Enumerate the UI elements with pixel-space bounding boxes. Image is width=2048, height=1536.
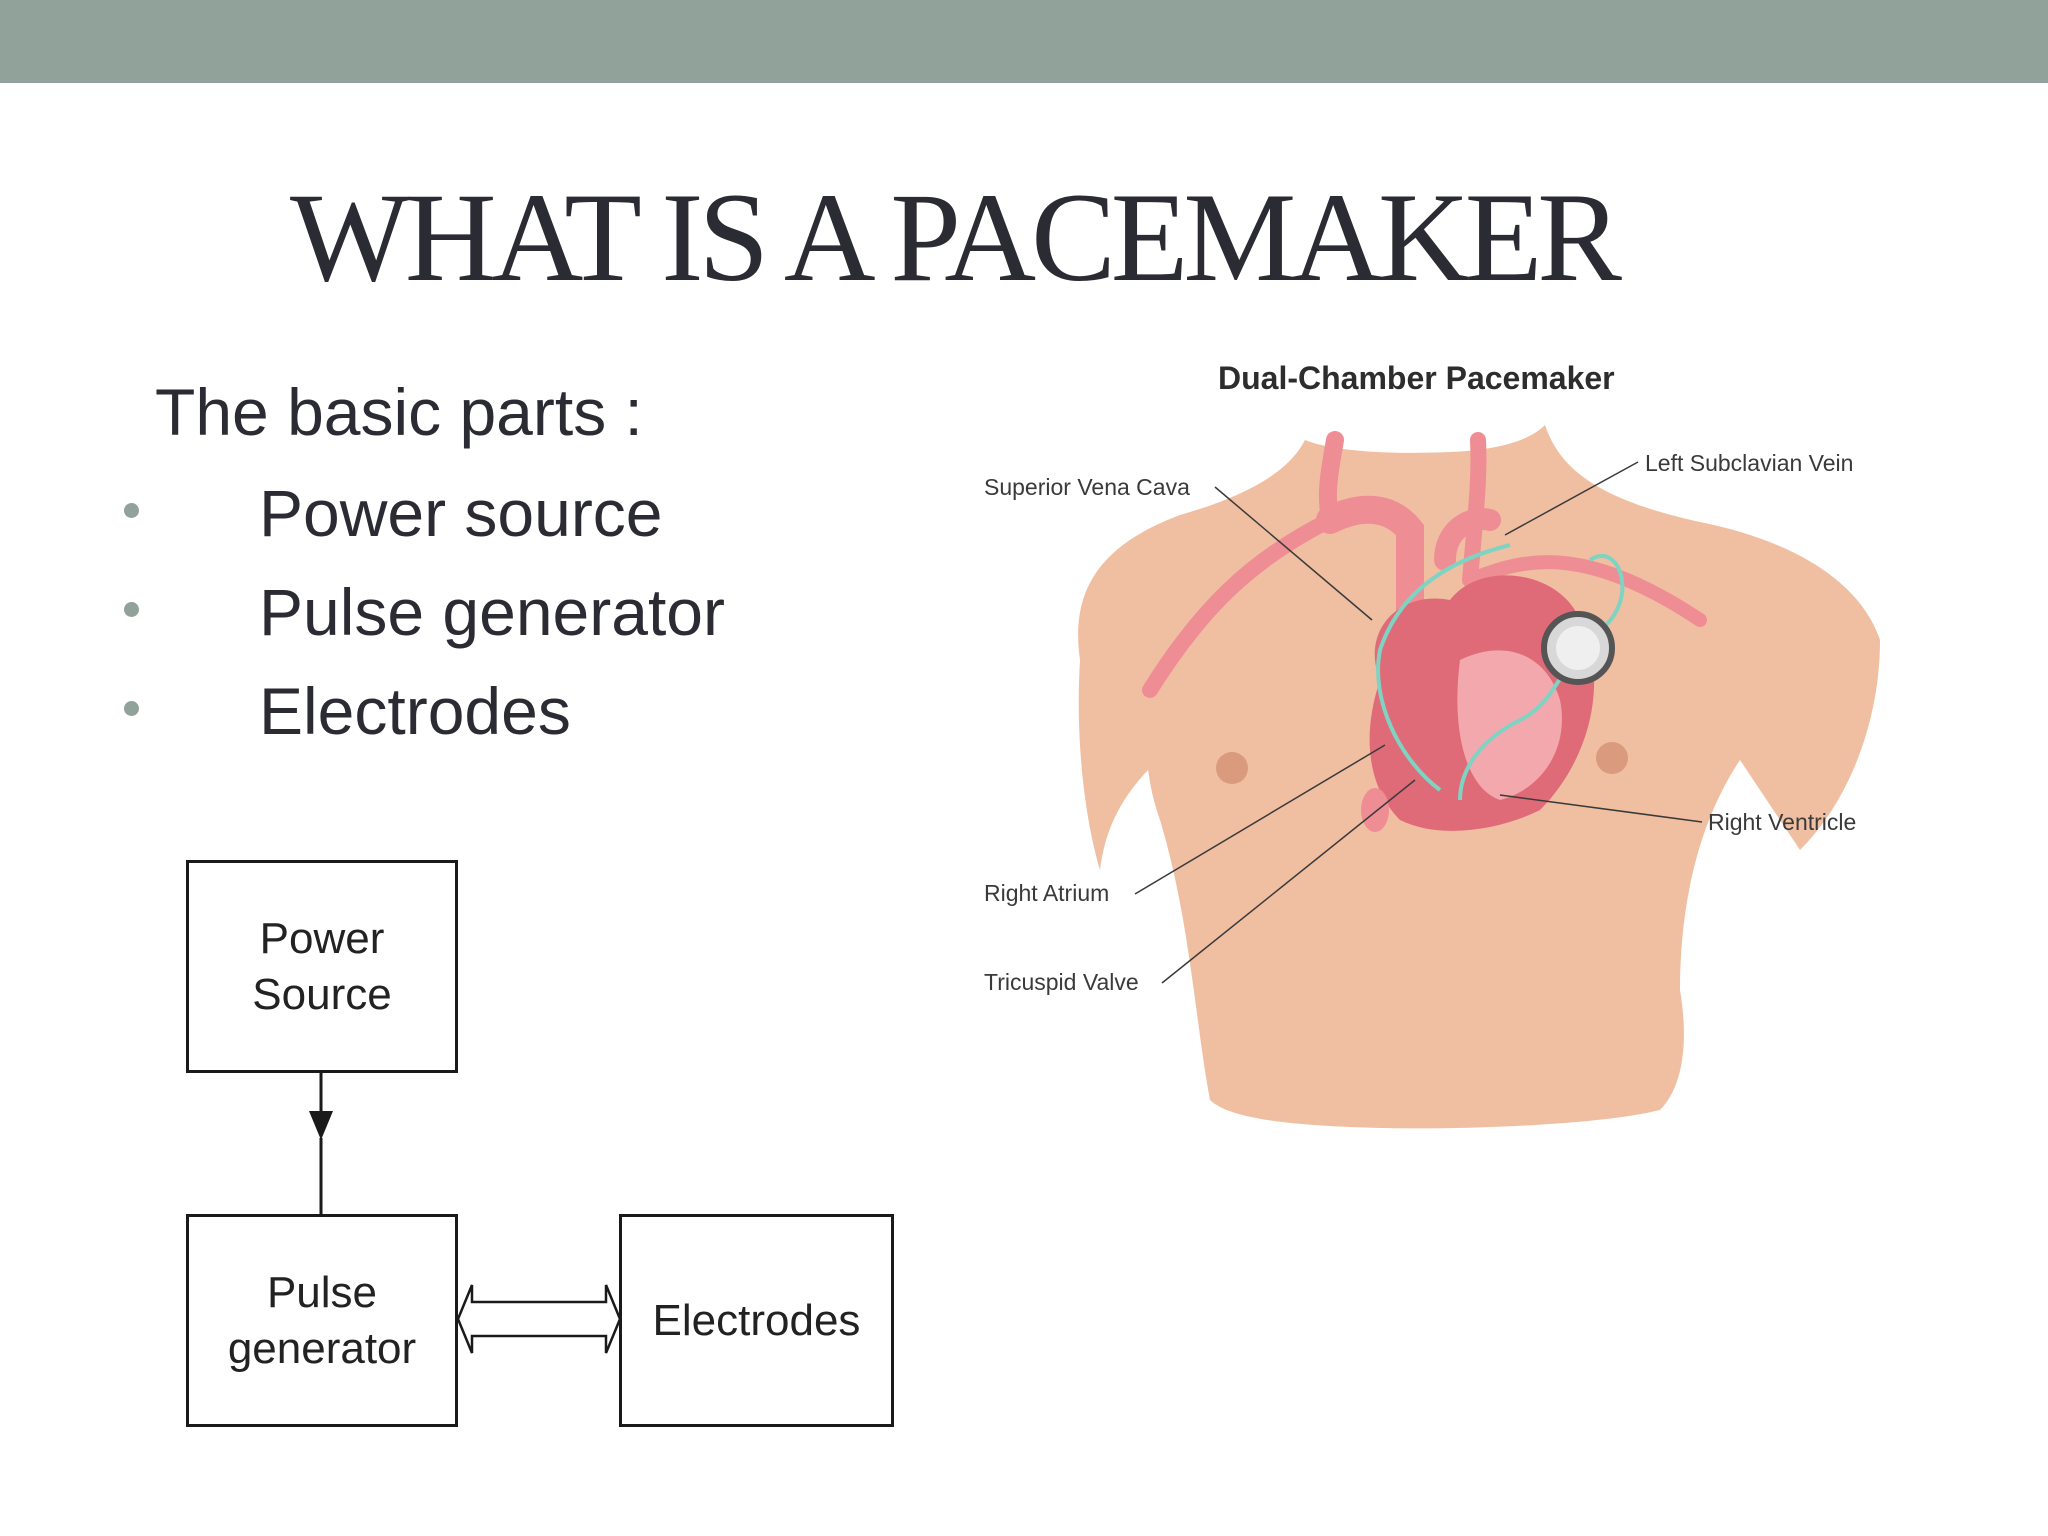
callout-right-atrium: Right Atrium	[984, 880, 1110, 906]
callout-superior-vena-cava: Superior Vena Cava	[984, 474, 1190, 500]
list-item: Electrodes	[0, 659, 900, 759]
arrow-down-icon	[309, 1111, 333, 1140]
bullet-icon	[124, 602, 139, 617]
bullet-icon	[124, 701, 139, 716]
bullet-icon	[124, 503, 139, 518]
power-source-box: Power Source	[186, 860, 458, 1073]
vessel-shape	[1316, 495, 1424, 664]
top-banner-bar	[0, 0, 2048, 83]
vessel-shape	[1142, 512, 1338, 698]
vessel-shape	[1361, 788, 1389, 832]
pacemaker-device-face	[1556, 626, 1600, 670]
callout-left-subclavian-vein: Left Subclavian Vein	[1645, 450, 1854, 476]
box-label: Power Source	[252, 913, 392, 1019]
bullet-text: Power source	[259, 476, 663, 550]
pacemaker-lead	[1376, 543, 1511, 792]
intro-text: The basic parts :	[155, 375, 643, 449]
bullet-text: Pulse generator	[259, 575, 725, 649]
box-label: Electrodes	[652, 1295, 861, 1345]
vessel-shape	[1318, 431, 1344, 529]
vessel-shape	[1462, 432, 1487, 588]
list-item: Power source	[0, 461, 900, 561]
nipple-shape	[1596, 742, 1628, 774]
leader-line	[1161, 779, 1416, 984]
box-label: Pulse generator	[227, 1267, 417, 1373]
leader-line	[1214, 486, 1373, 621]
nipple-shape	[1216, 752, 1248, 784]
vessel-shape	[1463, 555, 1707, 627]
list-item: Pulse generator	[0, 560, 900, 660]
callout-right-ventricle: Right Ventricle	[1708, 809, 1857, 835]
callout-tricuspid-valve: Tricuspid Valve	[984, 969, 1139, 995]
leader-line	[1499, 794, 1703, 823]
electrodes-box: Electrodes	[619, 1214, 894, 1427]
leader-line	[1504, 461, 1639, 536]
slide-title: WHAT IS A PACEMAKER	[290, 168, 1622, 308]
bullet-text: Electrodes	[259, 674, 571, 748]
pulse-generator-box: Pulse generator	[186, 1214, 458, 1427]
vessel-shape	[1434, 508, 1501, 571]
illustration-title: Dual-Chamber Pacemaker	[1218, 360, 1615, 396]
leader-line	[1134, 744, 1386, 895]
